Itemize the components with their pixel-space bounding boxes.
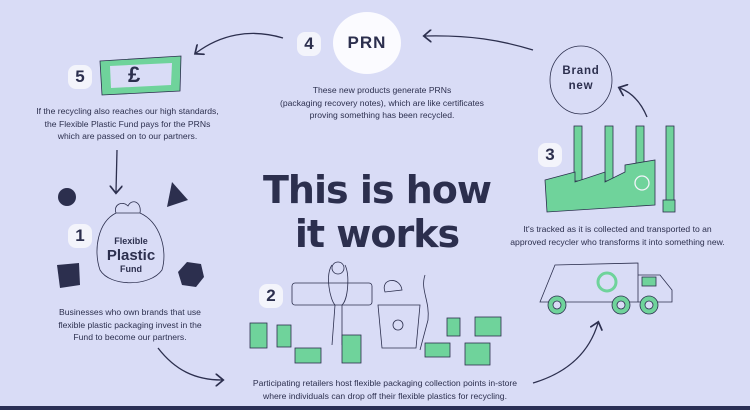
banknote-icon [99,55,182,96]
step-1-caption: Businesses who own brands that use flexi… [58,307,202,342]
square-shape [57,263,80,288]
page-title-line: This is how [263,168,492,212]
triangle-shape [167,182,188,207]
circle-shape [58,188,76,206]
step-1-badge: 1 [68,224,92,248]
hexagon-shape [178,262,204,287]
arrow-5-to-1 [116,149,117,192]
step-2-badge: 2 [259,284,283,308]
step-4-caption: These new products generate PRNs (packag… [280,85,484,120]
step-5-caption: If the recycling also reaches our high s… [36,106,219,141]
arrow-4-to-5 [196,32,284,53]
step-3-badge: 3 [538,143,562,167]
page-title-line: it works [294,212,460,256]
step-4-badge: 4 [297,32,321,56]
arrow-2-to-truck [532,323,598,384]
garbage-truck-icon [539,262,673,315]
pound-sign-icon: £ [128,62,141,87]
bottom-bar [0,406,750,410]
factory-icon [544,125,676,213]
arrow-1-to-2 [157,347,222,380]
arrow-3-to-brand [620,88,648,118]
step-3-caption: It's tracked as it is collected and tran… [510,224,725,247]
step-5-badge: 5 [68,65,92,89]
bag-icon [96,201,165,283]
arrow-brand-to-4 [425,36,534,51]
prn-label: PRN [333,12,401,74]
collection-point-scene [249,261,502,366]
step-2-caption: Participating retailers host flexible pa… [252,378,518,401]
fund-label: Flexible Plastic Fund [106,236,156,274]
